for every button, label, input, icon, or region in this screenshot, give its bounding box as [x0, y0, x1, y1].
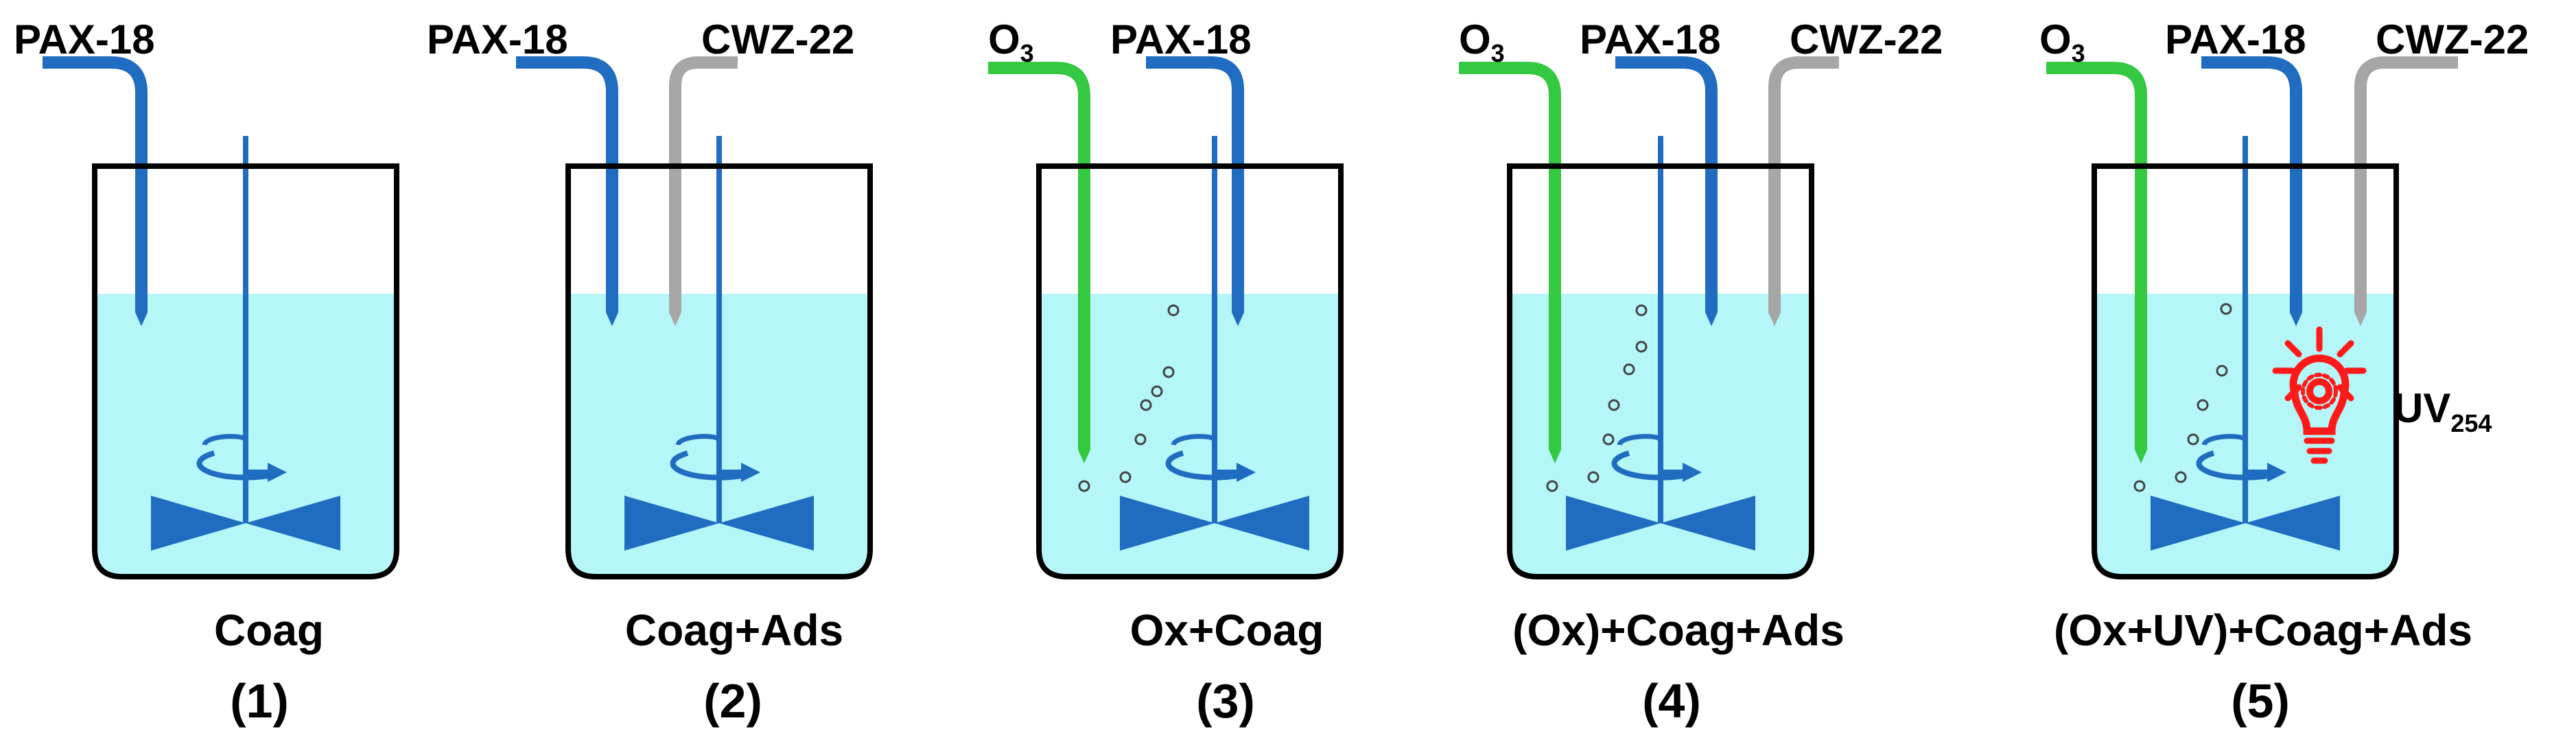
pax-pipe-tip — [1232, 312, 1244, 326]
caption: (Ox)+Coag+Ads — [1512, 606, 1845, 655]
stirrer — [1120, 136, 1309, 551]
caption: (Ox+UV)+Coag+Ads — [2054, 606, 2472, 655]
cwz-pipe — [669, 56, 738, 312]
reactor-5: O3 PAX-18 CWZ-22 UV254 (Ox+UV)+Coag+Ads … — [2039, 16, 2529, 728]
pax-label: PAX-18 — [14, 16, 155, 62]
cwz-pipe — [1768, 56, 1839, 312]
uv-lamp-icon — [2272, 326, 2367, 464]
number: (2) — [703, 674, 762, 728]
pax-label: PAX-18 — [2165, 16, 2306, 62]
ozone-pipe — [988, 62, 1090, 450]
pax-pipe-tip — [2290, 312, 2302, 326]
stirrer — [1566, 136, 1755, 551]
cwz-pipe-tip — [669, 312, 681, 326]
bubbles-icon — [1546, 304, 1648, 492]
reactor-1: PAX-18 Coag (1) — [14, 16, 399, 728]
cwz-label: CWZ-22 — [2376, 16, 2529, 62]
cwz-pipe — [2354, 56, 2458, 312]
pax-pipe-tip — [606, 312, 618, 326]
ozone-label: O3 — [988, 16, 1034, 67]
tank — [2092, 163, 2399, 579]
ozone-label: O3 — [1459, 16, 1505, 67]
ozone-pipe-tip — [1549, 450, 1561, 463]
bubbles-icon — [2133, 303, 2232, 492]
cwz-pipe-tip — [2354, 312, 2367, 326]
cwz-pipe-tip — [1768, 312, 1781, 326]
stirrer — [151, 136, 340, 551]
pax-label: PAX-18 — [427, 16, 568, 62]
ozone-pipe-tip — [1078, 450, 1090, 463]
ozone-label: O3 — [2039, 16, 2085, 67]
cwz-label: CWZ-22 — [701, 16, 854, 62]
stirrer — [624, 136, 814, 551]
stirrer — [2151, 136, 2340, 551]
reactor-4: O3 PAX-18 CWZ-22 (Ox)+Coag+Ads (4) — [1459, 16, 1943, 728]
ozone-pipe — [2046, 62, 2147, 450]
pax-pipe-tip — [135, 312, 148, 326]
ozone-pipe — [1459, 62, 1561, 450]
reactor-3: O3 PAX-18 Ox+Coag (3) — [988, 16, 1344, 728]
uv-label: UV254 — [2393, 385, 2492, 437]
pax-pipe — [43, 56, 148, 312]
cwz-label: CWZ-22 — [1790, 16, 1943, 62]
ozone-pipe-tip — [2135, 450, 2147, 463]
caption: Coag+Ads — [625, 606, 843, 655]
pax-pipe — [1146, 56, 1244, 312]
pax-pipe — [2201, 56, 2302, 312]
pax-pipe — [516, 56, 618, 312]
caption: Ox+Coag — [1130, 606, 1324, 655]
tank — [92, 163, 399, 579]
number: (5) — [2231, 674, 2290, 728]
tank — [565, 163, 873, 579]
pax-label: PAX-18 — [1110, 16, 1252, 62]
pax-pipe-tip — [1705, 312, 1718, 326]
number: (4) — [1642, 674, 1701, 728]
number: (1) — [230, 674, 289, 728]
number: (3) — [1196, 674, 1255, 728]
tank — [1036, 163, 1344, 579]
tank — [1507, 163, 1814, 579]
caption: Coag — [214, 606, 324, 655]
pax-pipe — [1615, 56, 1718, 312]
reactor-2: PAX-18 CWZ-22 Coag+Ads (2) — [427, 16, 873, 728]
pax-label: PAX-18 — [1580, 16, 1721, 62]
bubbles-icon — [1078, 304, 1180, 492]
